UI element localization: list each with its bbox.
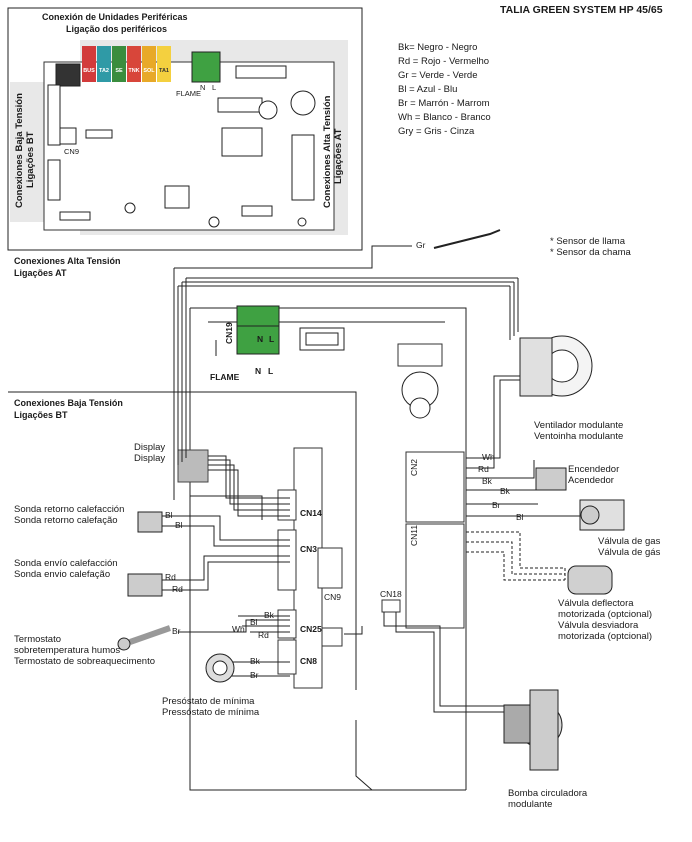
legend-item: Gry = Gris - Cinza [398,126,475,137]
wire-fan-rd: Rd [478,464,489,474]
legend-item: Br = Marrón - Marrom [398,98,490,109]
wire-cn8-br: Br [250,670,259,680]
board-flame-label: FLAME [176,89,202,98]
terminal-bus: BUS [82,46,96,82]
flame-sensor-label: * Sensor de llama* Sensor da chama [550,236,631,258]
peripheral-title: Conexión de Unidades Periféricas [42,12,188,22]
display-connector [177,449,209,483]
page-title: TALIA GREEN SYSTEM HP 45/65 [500,4,663,16]
legend-item: Wh = Blanco - Branco [398,112,491,123]
low-voltage-title: Conexiones Baja Tensión [14,398,123,408]
wire-flow-rd2: Rd [172,584,183,594]
wire-gr: Gr [416,240,426,250]
cn2-label: CN2 [409,458,419,476]
cn19-n-label: N [257,334,264,344]
terminal-se: SE [112,46,126,82]
cn19-n2-label: N [255,366,262,376]
wire-ign-br: Br [492,500,501,510]
wire-ret-bl2: Bl [175,520,183,530]
board-n-label: N [200,83,206,92]
terminal-ta2: TA2 [97,46,111,82]
cn11-label: CN11 [409,524,419,546]
peripheral-subtitle: Ligação dos periféricos [66,24,168,34]
board-l-label: L [212,83,217,92]
legend-item: Rd = Rojo - Vermelho [398,56,490,67]
cn19-label: CN19 [224,322,234,344]
legend-item: Bl = Azul - Blu [398,84,458,95]
terminal-sol: SOL [142,46,156,82]
cn3-label: CN3 [300,544,318,554]
board-frame [7,7,363,251]
terminal-ta1: TA1 [157,46,171,82]
wire-cn8-bk: Bk [250,656,260,666]
high-voltage-title: Conexiones Alta Tensión [14,256,121,266]
cn8-label: CN8 [300,656,318,666]
low-voltage-subtitle: Ligações BT [14,410,68,420]
cn19-l-label: L [269,334,275,344]
legend-item: Gr = Verde - Verde [398,70,478,81]
flame-label: FLAME [210,372,240,382]
cn25-label: CN25 [300,624,322,634]
wire-cn25-bk: Bk [264,610,274,620]
cn18-label: CN18 [380,589,402,599]
wire-cn25-bl: Bl [250,617,258,627]
cn14-label: CN14 [300,508,322,518]
wire-fan-bk: Bk [482,476,492,486]
wire-valve-bl: Bl [516,512,524,522]
wire-ret-bl1: Bl [165,510,173,520]
legend-item: Bk= Negro - Negro [398,42,478,53]
wire-ign-bk: Bk [500,486,510,496]
high-voltage-subtitle: Ligações AT [14,268,67,278]
cn9-label: CN9 [324,592,342,602]
wire-fan-wh: Wh [482,452,495,462]
wire-cn25-wh: Wh [232,624,245,634]
wire-cn25-rd: Rd [258,630,269,640]
cn19-l2-label: L [268,366,274,376]
wire-th-br: Br [172,626,181,636]
board-cn9-label: CN9 [64,147,80,156]
wire-flow-rd1: Rd [165,572,176,582]
terminal-tnk: TNK [127,46,141,82]
